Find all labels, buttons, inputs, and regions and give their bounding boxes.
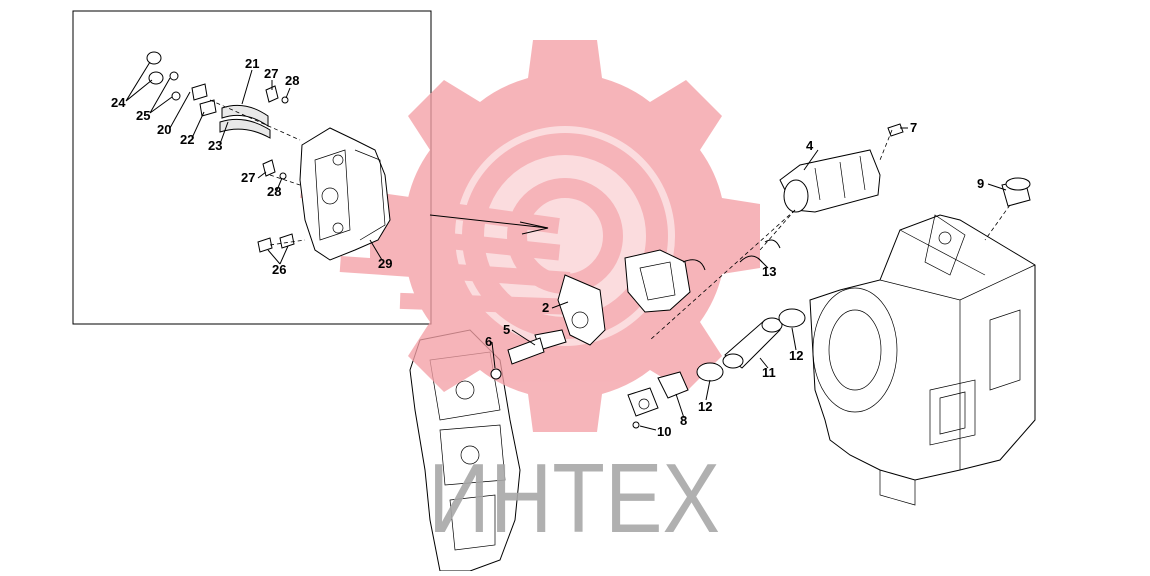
lower-housing [409,329,521,572]
inset-parts [146,51,391,261]
callout-8: 8 [680,413,687,428]
callout-9: 9 [977,176,984,191]
callout-11: 11 [762,365,776,380]
leader-lines [125,61,1007,431]
callout-26: 26 [272,262,286,277]
callout-2: 2 [542,300,549,315]
callout-6: 6 [485,334,492,349]
callout-12-right: 12 [789,348,803,363]
callout-25: 25 [136,108,150,123]
watermark-gear-logo [300,40,760,432]
callout-4: 4 [806,138,814,153]
watermark-text: ИНТЕХ [428,443,720,553]
callout-22: 22 [180,132,194,147]
callout-21: 21 [245,56,259,71]
callout-29: 29 [378,256,392,271]
callout-27-upper: 27 [264,66,278,81]
callout-27-lower: 27 [241,170,255,185]
callout-23: 23 [208,138,222,153]
callout-28-upper: 28 [285,73,299,88]
callout-12-left: 12 [698,399,712,414]
callout-24: 24 [111,95,126,110]
callout-20: 20 [157,122,171,137]
callout-13: 13 [762,264,776,279]
callout-5: 5 [503,322,510,337]
detail-arrow [429,214,549,229]
callout-7: 7 [910,120,917,135]
callout-10: 10 [657,424,671,439]
transmission-housing [809,214,1036,506]
callout-28-lower: 28 [267,184,281,199]
